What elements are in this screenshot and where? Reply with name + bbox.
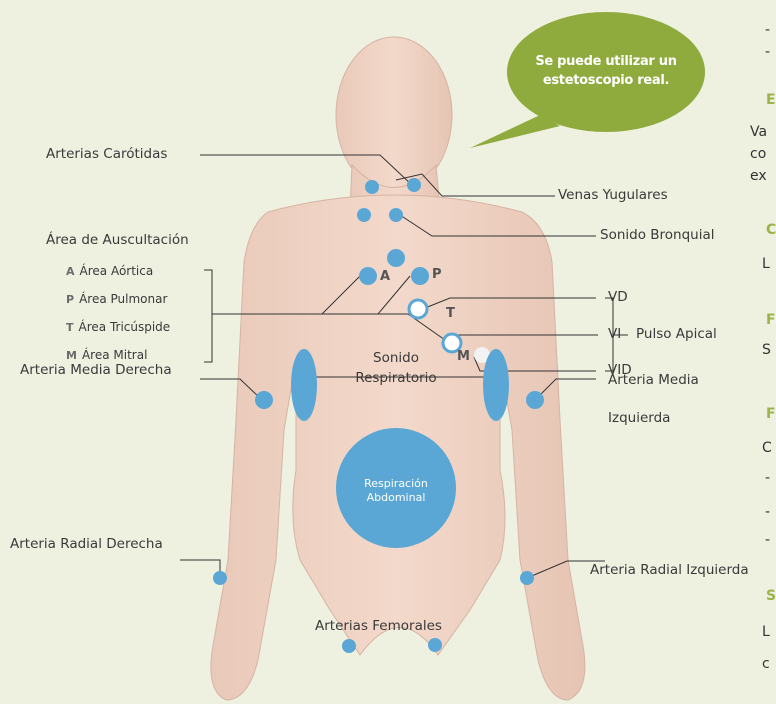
item-pulmonary: P Área Pulmonar: [66, 293, 167, 305]
dot-letter-p: P: [432, 268, 442, 281]
bubble-text: Se puede utilizar un estetoscopio real.: [518, 52, 694, 90]
label-auscultation-title: Área de Auscultación: [46, 234, 189, 248]
radial-left-dot: [520, 571, 534, 585]
letter-t: T: [66, 321, 74, 334]
dot-letter-m: M: [457, 350, 470, 363]
side-text-7: S: [762, 342, 771, 358]
jugular-dot-left: [389, 208, 403, 222]
label-radial-right: Arteria Radial Derecha: [10, 538, 163, 552]
bubble-line-1: Se puede utilizar un: [518, 52, 694, 71]
label-mitral: Área Mitral: [82, 348, 147, 362]
label-bronchial: Sonido Bronquial: [600, 229, 715, 243]
radial-right-dot: [213, 571, 227, 585]
label-radial-left: Arteria Radial Izquierda: [590, 564, 749, 578]
label-pulmonary: Área Pulmonar: [79, 292, 167, 306]
side-text-4: co: [750, 146, 766, 162]
label-vd: VD: [608, 291, 628, 305]
resp-right: [291, 349, 317, 421]
dot-letter-a: A: [380, 270, 390, 283]
side-text-6: L: [762, 256, 770, 272]
side-heading-5: S: [766, 588, 776, 604]
label-resp-2: Respiratorio: [340, 372, 452, 386]
dot-letter-t: T: [446, 307, 455, 320]
side-text-9: -: [765, 470, 770, 486]
item-mitral: M Área Mitral: [66, 349, 147, 361]
side-text-13: c: [762, 656, 770, 672]
side-text-10: -: [765, 504, 770, 520]
label-vi: VI: [608, 328, 621, 342]
label-medial-right: Arteria Media Derecha: [20, 364, 172, 378]
label-abdominal: Respiración Abdominal: [346, 477, 446, 505]
label-medial-left-1: Arteria Media: [608, 374, 699, 388]
label-medial-left-2: Izquierda: [608, 412, 670, 426]
medial-left-dot: [526, 391, 544, 409]
carotid-dot-right: [365, 180, 379, 194]
label-apical-pulse: Pulso Apical: [636, 328, 717, 342]
label-resp: Sonido Respiratorio: [340, 352, 452, 385]
femoral-dot-right: [342, 639, 356, 653]
side-text-3: Va: [750, 124, 767, 140]
femoral-dot-left: [428, 638, 442, 652]
resp-left: [483, 349, 509, 421]
side-heading-1: E: [766, 92, 776, 108]
side-text-1: -: [765, 22, 770, 38]
pulmonary-dot: [411, 267, 429, 285]
carotid-dot-left: [407, 178, 421, 192]
side-text-12: L: [762, 624, 770, 640]
aortic-dot: [359, 267, 377, 285]
bubble-line-2: estetoscopio real.: [518, 71, 694, 90]
letter-a: A: [66, 265, 75, 278]
label-jugular: Venas Yugulares: [558, 189, 668, 203]
side-text-8: C: [762, 440, 772, 456]
label-abd-1: Respiración: [346, 477, 446, 491]
label-femoral: Arterias Femorales: [315, 620, 442, 634]
letter-p: P: [66, 293, 74, 306]
label-abd-2: Abdominal: [346, 491, 446, 505]
side-heading-4: F: [766, 406, 776, 422]
side-text-2: -: [765, 44, 770, 60]
label-aortic: Área Aórtica: [80, 264, 154, 278]
side-heading-2: C: [766, 222, 776, 238]
label-carotid: Arterias Carótidas: [46, 148, 167, 162]
side-heading-3: F: [766, 312, 776, 328]
item-aortic: A Área Aórtica: [66, 265, 153, 277]
side-text-11: -: [765, 532, 770, 548]
label-resp-1: Sonido: [340, 352, 452, 366]
jugular-dot-right: [357, 208, 371, 222]
side-text-5: ex: [750, 168, 767, 184]
medial-right-dot: [255, 391, 273, 409]
item-tricuspid: T Área Tricúspide: [66, 321, 170, 333]
letter-m: M: [66, 349, 77, 362]
label-tricuspid: Área Tricúspide: [79, 320, 171, 334]
tricuspid-dot: [409, 300, 427, 318]
bronchial-dot: [387, 249, 405, 267]
